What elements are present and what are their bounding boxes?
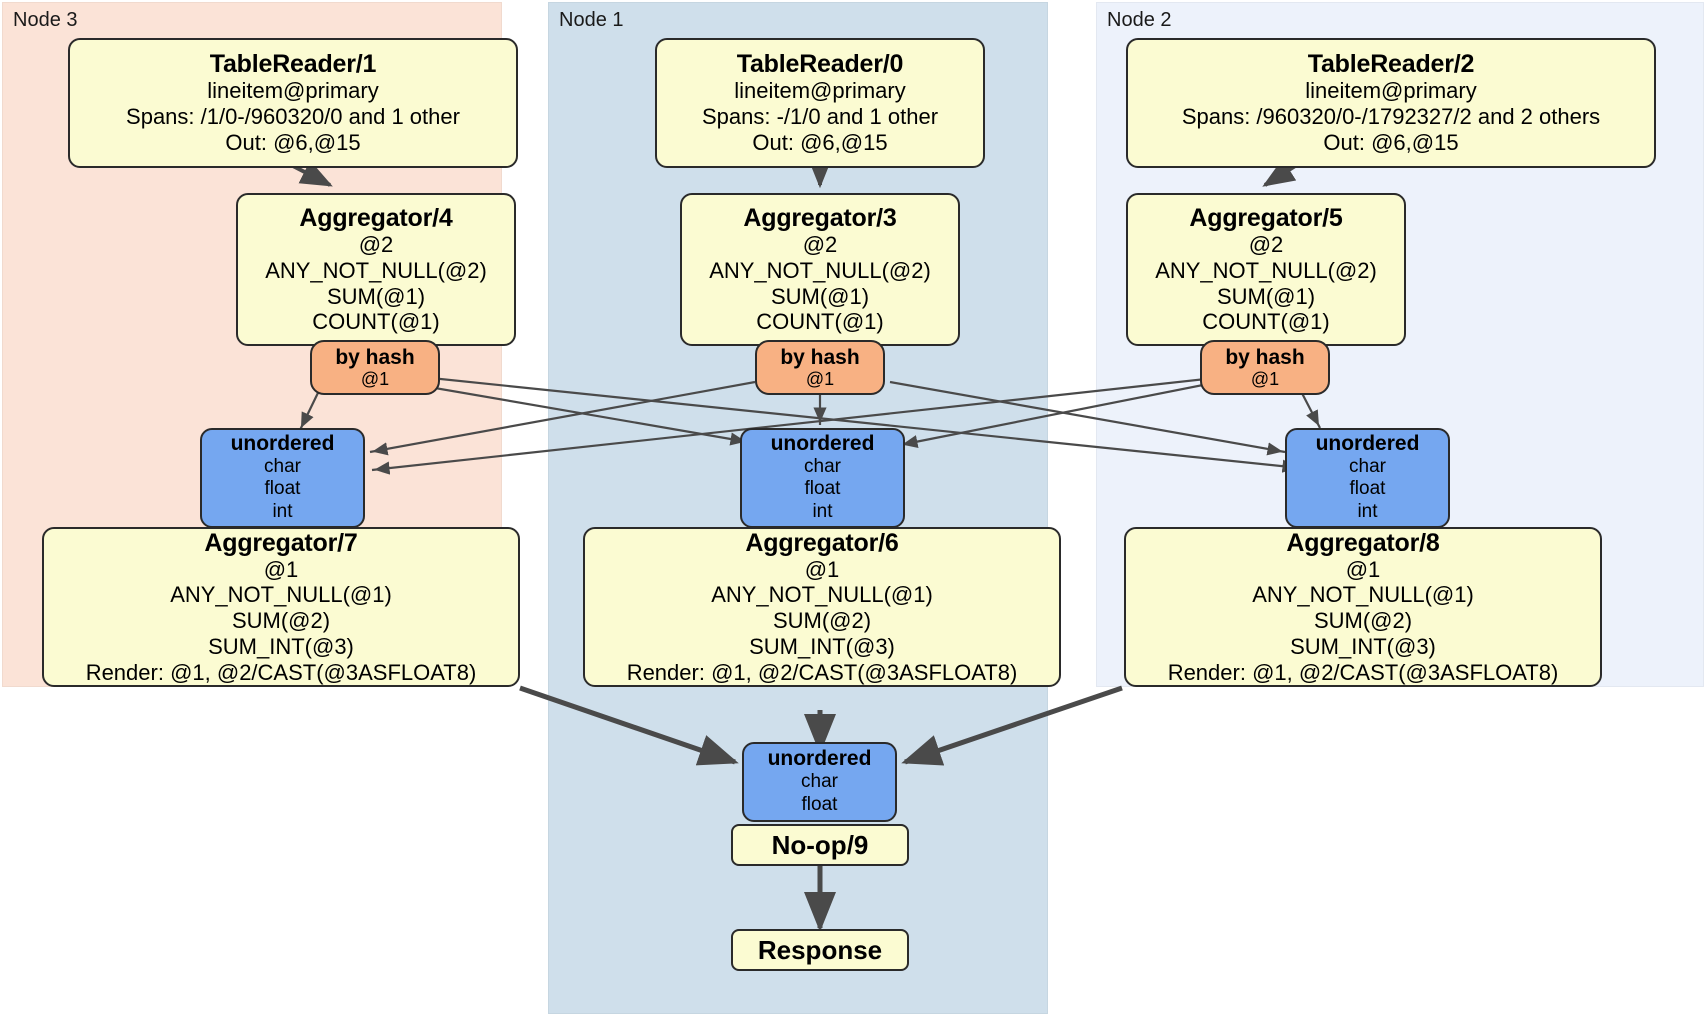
processor-title: Aggregator/7 [204, 528, 358, 557]
processor-aggregator-7[interactable]: Aggregator/7 @1 ANY_NOT_NULL(@1) SUM(@2)… [42, 527, 520, 687]
processor-aggregator-5[interactable]: Aggregator/5 @2 ANY_NOT_NULL(@2) SUM(@1)… [1126, 193, 1406, 346]
synchronizer-type-line: char [804, 455, 841, 477]
synchronizer-type-line: float [801, 793, 838, 815]
processor-detail-line: @1 [263, 556, 299, 582]
processor-title: TableReader/2 [1307, 50, 1475, 79]
processor-aggregator-4[interactable]: Aggregator/4 @2 ANY_NOT_NULL(@2) SUM(@1)… [236, 193, 516, 346]
processor-detail-line: lineitem@primary [734, 78, 906, 104]
processor-detail-line: SUM_INT(@3) [749, 633, 895, 659]
processor-title: TableReader/0 [736, 50, 904, 79]
synchronizer-type-line: int [812, 501, 833, 523]
synchronizer-unordered-final[interactable]: unordered char float [742, 742, 897, 822]
synchronizer-type-line: float [1349, 478, 1386, 500]
processor-detail-line: @2 [358, 232, 394, 258]
synchronizer-type-line: char [801, 770, 838, 792]
processor-detail-line: ANY_NOT_NULL(@2) [265, 257, 487, 283]
router-detail-line: @1 [360, 368, 390, 389]
processor-detail-line: ANY_NOT_NULL(@1) [711, 582, 933, 608]
processor-render-line: Render: @1, @2/CAST(@3ASFLOAT8) [626, 659, 1018, 685]
processor-detail-line: COUNT(@1) [312, 309, 440, 335]
synchronizer-title: unordered [1315, 432, 1420, 456]
processor-aggregator-6[interactable]: Aggregator/6 @1 ANY_NOT_NULL(@1) SUM(@2)… [583, 527, 1061, 687]
processor-detail-line: @2 [1248, 232, 1284, 258]
router-by-hash-node-1[interactable]: by hash @1 [755, 340, 885, 395]
processor-detail-line: COUNT(@1) [756, 309, 884, 335]
processor-render-line: Render: @1, @2/CAST(@3ASFLOAT8) [1167, 659, 1559, 685]
synchronizer-unordered-node-2[interactable]: unordered char float int [1285, 428, 1450, 528]
processor-aggregator-3[interactable]: Aggregator/3 @2 ANY_NOT_NULL(@2) SUM(@1)… [680, 193, 960, 346]
region-node-3-label: Node 3 [13, 9, 78, 31]
processor-detail-line: lineitem@primary [1305, 78, 1477, 104]
router-title: by hash [1225, 345, 1305, 369]
processor-detail-line: ANY_NOT_NULL(@2) [1155, 257, 1377, 283]
processor-detail-line: Out: @6,@15 [225, 129, 361, 155]
processor-title: No-op/9 [771, 829, 869, 860]
synchronizer-type-line: float [264, 478, 301, 500]
synchronizer-unordered-node-1[interactable]: unordered char float int [740, 428, 905, 528]
processor-title: Aggregator/8 [1286, 528, 1440, 557]
processor-detail-line: SUM(@1) [326, 283, 426, 309]
router-detail-line: @1 [805, 368, 835, 389]
synchronizer-type-line: char [264, 455, 301, 477]
processor-detail-line: ANY_NOT_NULL(@1) [170, 582, 392, 608]
synchronizer-type-line: float [804, 478, 841, 500]
router-by-hash-node-3[interactable]: by hash @1 [310, 340, 440, 395]
processor-detail-line: ANY_NOT_NULL(@1) [1252, 582, 1474, 608]
processor-detail-line: Out: @6,@15 [752, 129, 888, 155]
processor-title: Aggregator/3 [743, 204, 897, 233]
processor-detail-line: SUM(@1) [1216, 283, 1316, 309]
processor-detail-line: @1 [804, 556, 840, 582]
synchronizer-title: unordered [770, 432, 875, 456]
synchronizer-unordered-node-3[interactable]: unordered char float int [200, 428, 365, 528]
processor-title: Aggregator/6 [745, 528, 899, 557]
processor-title: Aggregator/4 [299, 204, 453, 233]
processor-detail-line: Spans: /960320/0-/1792327/2 and 2 others [1181, 104, 1601, 130]
processor-title: Response [757, 934, 883, 965]
synchronizer-type-line: int [272, 501, 293, 523]
processor-noop-9[interactable]: No-op/9 [731, 824, 909, 866]
processor-detail-line: COUNT(@1) [1202, 309, 1330, 335]
processor-detail-line: lineitem@primary [207, 78, 379, 104]
synchronizer-title: unordered [767, 747, 872, 771]
processor-detail-line: SUM(@2) [231, 608, 331, 634]
processor-response[interactable]: Response [731, 929, 909, 971]
processor-render-line: Render: @1, @2/CAST(@3ASFLOAT8) [85, 659, 477, 685]
processor-detail-line: SUM(@1) [770, 283, 870, 309]
processor-detail-line: SUM_INT(@3) [1290, 633, 1436, 659]
processor-title: Aggregator/5 [1189, 204, 1343, 233]
processor-detail-line: SUM(@2) [772, 608, 872, 634]
processor-detail-line: SUM_INT(@3) [208, 633, 354, 659]
processor-aggregator-8[interactable]: Aggregator/8 @1 ANY_NOT_NULL(@1) SUM(@2)… [1124, 527, 1602, 687]
processor-tablereader-0[interactable]: TableReader/0 lineitem@primary Spans: -/… [655, 38, 985, 168]
processor-tablereader-2[interactable]: TableReader/2 lineitem@primary Spans: /9… [1126, 38, 1656, 168]
processor-detail-line: Spans: /1/0-/960320/0 and 1 other [126, 104, 460, 130]
processor-detail-line: Spans: -/1/0 and 1 other [701, 104, 939, 130]
processor-detail-line: @1 [1345, 556, 1381, 582]
processor-detail-line: ANY_NOT_NULL(@2) [709, 257, 931, 283]
synchronizer-type-line: char [1349, 455, 1386, 477]
processor-detail-line: @2 [802, 232, 838, 258]
processor-tablereader-1[interactable]: TableReader/1 lineitem@primary Spans: /1… [68, 38, 518, 168]
region-node-2-label: Node 2 [1107, 9, 1172, 31]
processor-detail-line: SUM(@2) [1313, 608, 1413, 634]
router-title: by hash [335, 345, 415, 369]
router-title: by hash [780, 345, 860, 369]
router-by-hash-node-2[interactable]: by hash @1 [1200, 340, 1330, 395]
region-node-1-label: Node 1 [559, 9, 624, 31]
synchronizer-type-line: int [1357, 501, 1378, 523]
processor-detail-line: Out: @6,@15 [1323, 129, 1459, 155]
synchronizer-title: unordered [230, 432, 335, 456]
processor-title: TableReader/1 [209, 50, 377, 79]
router-detail-line: @1 [1250, 368, 1280, 389]
